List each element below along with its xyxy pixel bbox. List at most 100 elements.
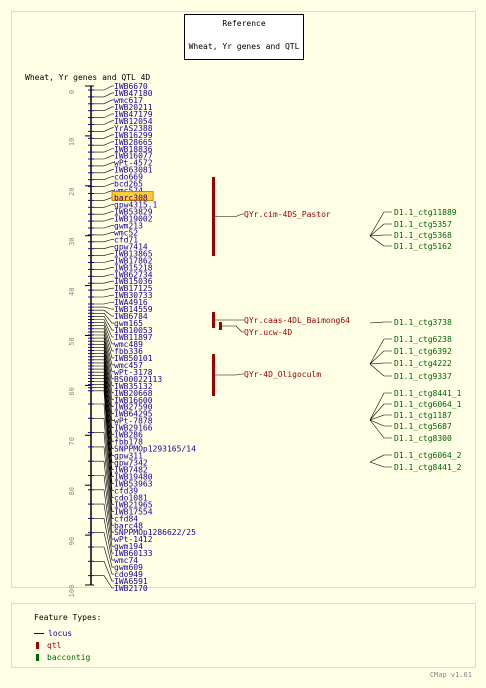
marker-label: IWB16077 (114, 152, 153, 161)
marker-label: IWB19002 (114, 214, 153, 223)
legend-label: baccontig (47, 653, 91, 662)
contig-connector (369, 414, 392, 421)
marker-label: IWB15218 (114, 263, 153, 272)
marker-label: IWB63081 (114, 166, 153, 175)
marker-connector (94, 134, 114, 139)
marker-connector (94, 532, 114, 568)
marker-label: IWB64295 (114, 410, 153, 419)
genetic-map: Wheat, Yr genes and QTL 4D 0102030405060… (25, 73, 462, 597)
marker-label: IWB12054 (114, 117, 153, 126)
qtl-connector (215, 213, 244, 217)
marker-connector (94, 325, 114, 352)
marker-connector (94, 365, 114, 442)
contig-label: D1.1_ctg5162 (394, 242, 452, 251)
axis-tick-label: 10 (68, 138, 76, 146)
axis-tick-label: 20 (68, 188, 76, 196)
contig-connector (369, 234, 392, 237)
contig-connector (369, 419, 392, 427)
marker-connector (94, 347, 114, 401)
map-title: Wheat, Yr genes and QTL 4D (25, 73, 150, 82)
marker-label: cdo949 (114, 570, 143, 579)
marker-connector (94, 294, 114, 298)
marker-connector (94, 106, 114, 111)
marker-label: barc308 (114, 194, 148, 203)
marker-label: IWA4916 (114, 298, 148, 307)
marker-connector (94, 374, 114, 463)
contig-label: D1.1_ctg1187 (394, 411, 452, 420)
marker-connector (94, 225, 114, 229)
marker-label: IWB60133 (114, 549, 153, 558)
marker-label: IWB286 (114, 431, 143, 440)
marker-label: BS00022113 (114, 375, 162, 384)
marker-connector (94, 148, 114, 153)
contig-connector (369, 403, 392, 421)
marker-label: IWB16299 (114, 131, 153, 140)
marker-label: gwm609 (114, 563, 143, 572)
marker-label: wmc74 (114, 556, 138, 565)
axis-tick-label: 60 (68, 387, 76, 395)
marker-connector (94, 204, 114, 208)
marker-connector (94, 99, 114, 105)
legend-label: qtl (47, 641, 62, 650)
axis-tick-label: 70 (68, 437, 76, 445)
marker-label: IWB53829 (114, 208, 153, 217)
marker-connector (94, 120, 114, 125)
qtl-label: QYr.ucw-4D (244, 328, 292, 337)
qtl-bar (212, 354, 215, 396)
marker-label: IWB53963 (114, 479, 153, 488)
marker-label: IWB10053 (114, 326, 153, 335)
marker-connector (94, 316, 114, 331)
marker-connector (94, 169, 114, 174)
qtl-bar (219, 322, 222, 330)
axis-tick-label: 40 (68, 287, 76, 295)
marker-connector (94, 312, 114, 324)
reference-box[interactable]: Reference Wheat, Yr genes and QTL (184, 14, 304, 60)
marker-label: wmc52 (114, 228, 138, 237)
marker-connector (94, 197, 114, 201)
legend-item-locus: locus (34, 629, 72, 638)
marker-label: IWB6784 (114, 312, 148, 321)
contig-connector (369, 392, 392, 421)
contig-label: D1.1_ctg11889 (394, 208, 457, 217)
marker-connector (94, 353, 114, 414)
marker-connector (94, 183, 114, 187)
marker-label: gpw311 (114, 452, 143, 461)
qtl-box-icon (36, 642, 39, 649)
marker-connector (94, 306, 114, 310)
marker-connector (94, 403, 114, 505)
marker-label: IWB7482 (114, 465, 148, 474)
marker-connector (94, 384, 114, 484)
marker-connector (94, 127, 114, 132)
marker-label: YrAS2388 (114, 124, 153, 133)
marker-label: IWB35132 (114, 382, 153, 391)
contig-label: D1.1_ctg5357 (394, 220, 452, 229)
marker-label: wmc489 (114, 340, 143, 349)
marker-label: gpw4315.1 (114, 201, 158, 210)
contig-label: D1.1_ctg4222 (394, 359, 452, 368)
qtl-label: QYr.cim-4DS_Pastor (244, 210, 331, 219)
legend-label: locus (48, 629, 73, 638)
axis-tick-label: 80 (68, 487, 76, 495)
marker-connector (94, 176, 114, 180)
marker-connector (94, 141, 114, 146)
marker-label: IWB6670 (114, 82, 148, 91)
contig-label: D1.1_ctg5687 (394, 422, 452, 431)
marker-connector (94, 266, 114, 270)
marker-connector (94, 387, 114, 491)
contig-label: D1.1_ctg3738 (394, 318, 452, 327)
marker-label: fbb178 (114, 438, 143, 447)
marker-connector (94, 560, 114, 582)
contig-connector (369, 419, 392, 439)
contig-label: D1.1_ctg6238 (394, 335, 452, 344)
legend-item-baccontig: baccontig (34, 653, 90, 662)
marker-connector (94, 446, 114, 526)
marker-connector (94, 92, 114, 98)
qtl-label: QYr.caas-4DL_Baimong64 (244, 316, 350, 325)
marker-label: IWB20211 (114, 103, 153, 112)
marker-label: IWB20668 (114, 389, 153, 398)
contig-connector (369, 461, 392, 468)
marker-label: IWB11897 (114, 333, 153, 342)
axis-tick-label: 30 (68, 237, 76, 245)
marker-label: IWB27590 (114, 403, 153, 412)
marker-connector (94, 575, 114, 589)
